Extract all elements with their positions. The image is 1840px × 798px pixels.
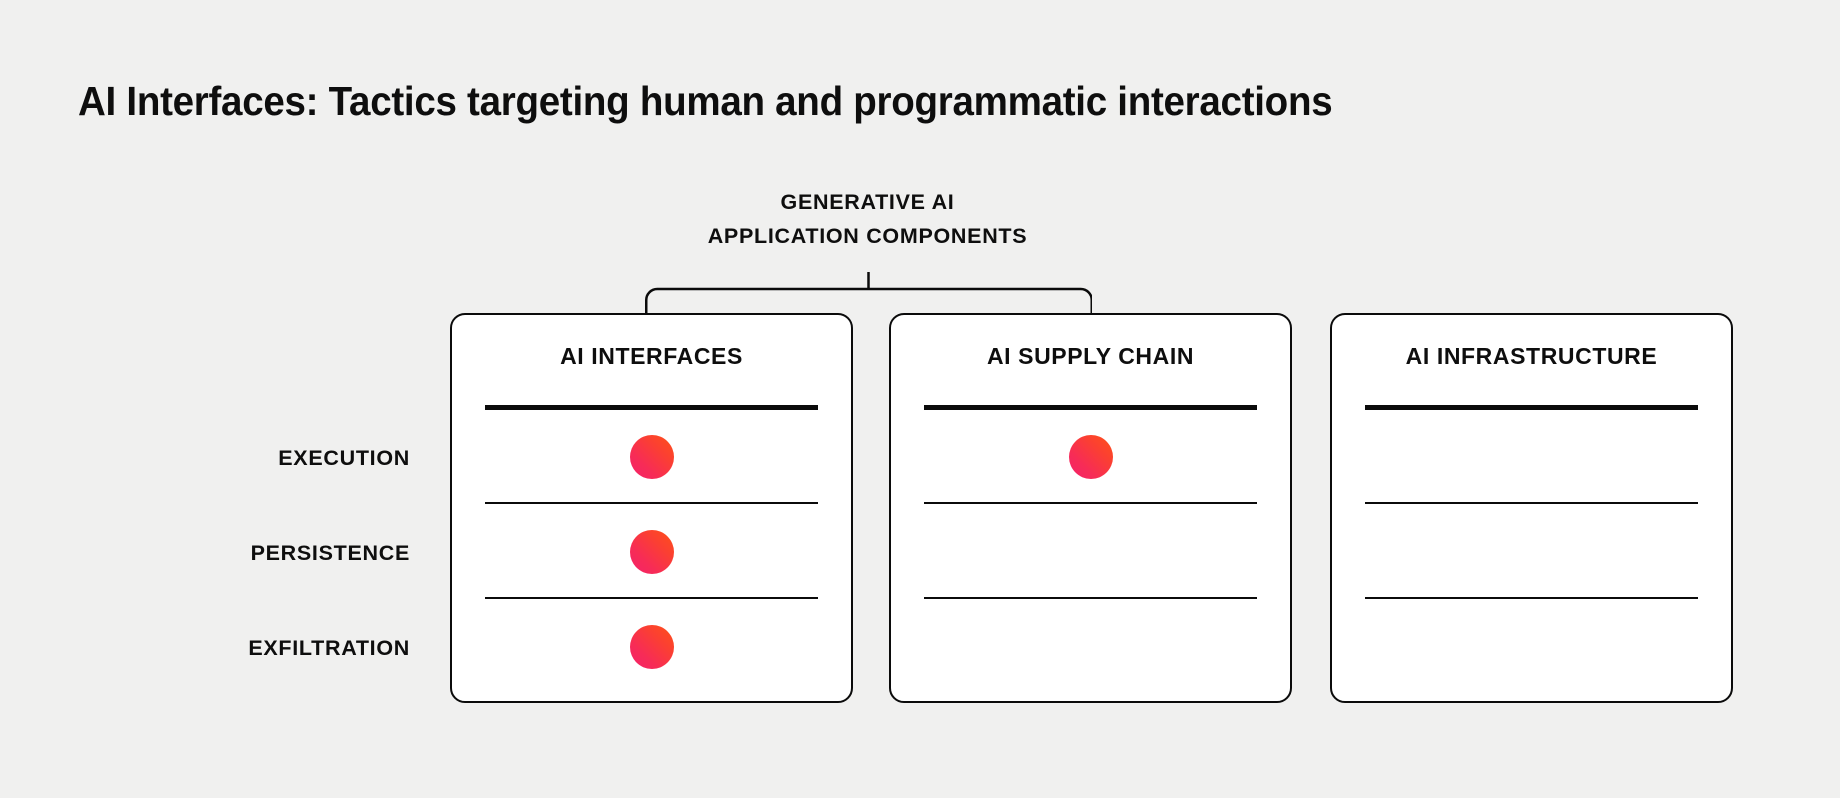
row-divider (924, 596, 1257, 599)
card-header-rule (924, 405, 1257, 410)
row-label-execution: EXECUTION (278, 446, 410, 470)
row-label-gutter: EXECUTION PERSISTENCE EXFILTRATION (100, 313, 410, 703)
row-divider (485, 501, 818, 504)
table-row (452, 504, 851, 599)
table-row (1332, 504, 1731, 599)
group-label-line1: GENERATIVE AI (780, 190, 955, 214)
row-divider (1365, 501, 1698, 504)
card-rows (891, 409, 1290, 701)
table-row (891, 504, 1290, 599)
table-row (452, 599, 851, 694)
status-dot (629, 434, 674, 479)
table-row (891, 409, 1290, 504)
card-header-rule (485, 405, 818, 410)
card-rows (1332, 409, 1731, 701)
group-label-line2: APPLICATION COMPONENTS (707, 224, 1028, 249)
status-dot (629, 624, 674, 669)
row-divider (924, 501, 1257, 504)
card-rows (452, 409, 851, 701)
group-bracket (645, 272, 1092, 317)
card-header-rule (1365, 405, 1698, 410)
row-label-exfiltration: EXFILTRATION (248, 636, 410, 660)
row-label-persistence: PERSISTENCE (250, 541, 410, 565)
row-divider (485, 596, 818, 599)
table-row (891, 599, 1290, 694)
table-row (1332, 599, 1731, 694)
card-header-title: AI SUPPLY CHAIN (986, 343, 1195, 369)
status-dot (1068, 434, 1113, 479)
card-ai-interfaces[interactable]: AI INTERFACES (450, 313, 853, 703)
card-header-title: AI INTERFACES (560, 343, 743, 369)
group-label: GENERATIVE AI APPLICATION COMPONENTS (645, 185, 1090, 254)
card-ai-supply-chain[interactable]: AI SUPPLY CHAIN (889, 313, 1292, 703)
card-header-title: AI INFRASTRUCTURE (1405, 343, 1658, 369)
status-dot (629, 529, 674, 574)
table-row (452, 409, 851, 504)
row-divider (1365, 596, 1698, 599)
card-ai-infrastructure[interactable]: AI INFRASTRUCTURE (1330, 313, 1733, 703)
page-title: AI Interfaces: Tactics targeting human a… (78, 78, 1333, 124)
table-row (1332, 409, 1731, 504)
